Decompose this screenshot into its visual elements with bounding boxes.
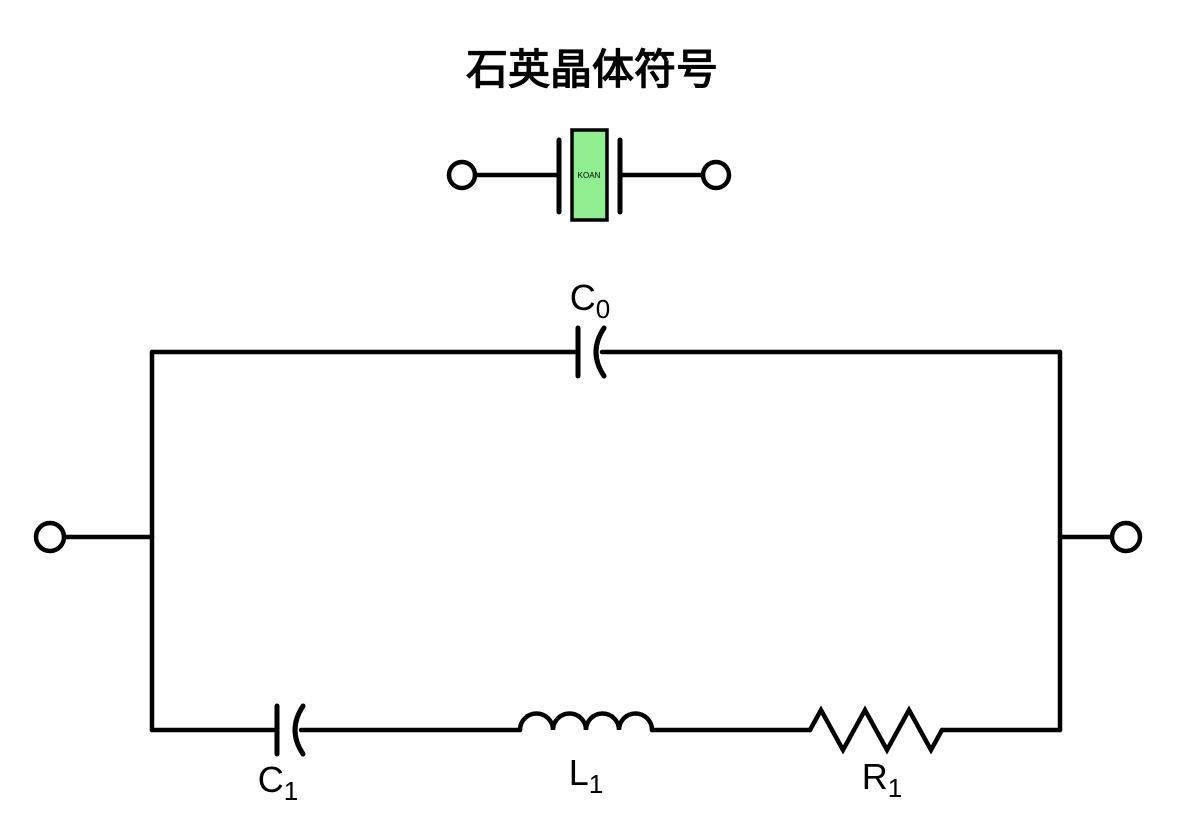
- c0-curved-plate: [593, 325, 607, 379]
- series-branch: C1 L1 R1: [149, 703, 1063, 806]
- label-c1: C1: [258, 759, 298, 806]
- label-r1: R1: [862, 756, 902, 803]
- page-title: 石英晶体符号: [466, 47, 718, 94]
- r1-zigzag: [807, 705, 945, 755]
- inductor-l1: L1: [517, 711, 813, 799]
- crystal-symbol: KOAN: [446, 128, 732, 222]
- label-l1-base: L: [569, 752, 589, 793]
- capacitor-c0: C0: [149, 277, 1063, 379]
- circuit-right-terminal: [1109, 520, 1143, 554]
- crystal-right-terminal: [700, 159, 732, 191]
- l1-coil: [517, 711, 655, 733]
- crystal-left-terminal: [446, 159, 478, 191]
- equivalent-circuit: C0 C1 L1: [33, 277, 1143, 806]
- label-r1-base: R: [862, 756, 888, 797]
- label-c1-sub: 1: [284, 776, 298, 806]
- crystal-brand-label: KOAN: [578, 171, 601, 180]
- label-c0-sub: 0: [596, 294, 610, 324]
- circuit-left-terminal: [33, 520, 67, 554]
- label-c0: C0: [570, 277, 610, 324]
- quartz-body-rect: [570, 128, 609, 222]
- label-c0-base: C: [570, 277, 596, 318]
- label-l1: L1: [569, 752, 604, 799]
- resistor-r1: R1: [807, 705, 1063, 803]
- label-r1-sub: 1: [888, 773, 902, 803]
- capacitor-c1: C1: [149, 703, 523, 806]
- c1-curved-plate: [292, 703, 306, 757]
- label-c1-base: C: [258, 759, 284, 800]
- label-l1-sub: 1: [589, 769, 603, 799]
